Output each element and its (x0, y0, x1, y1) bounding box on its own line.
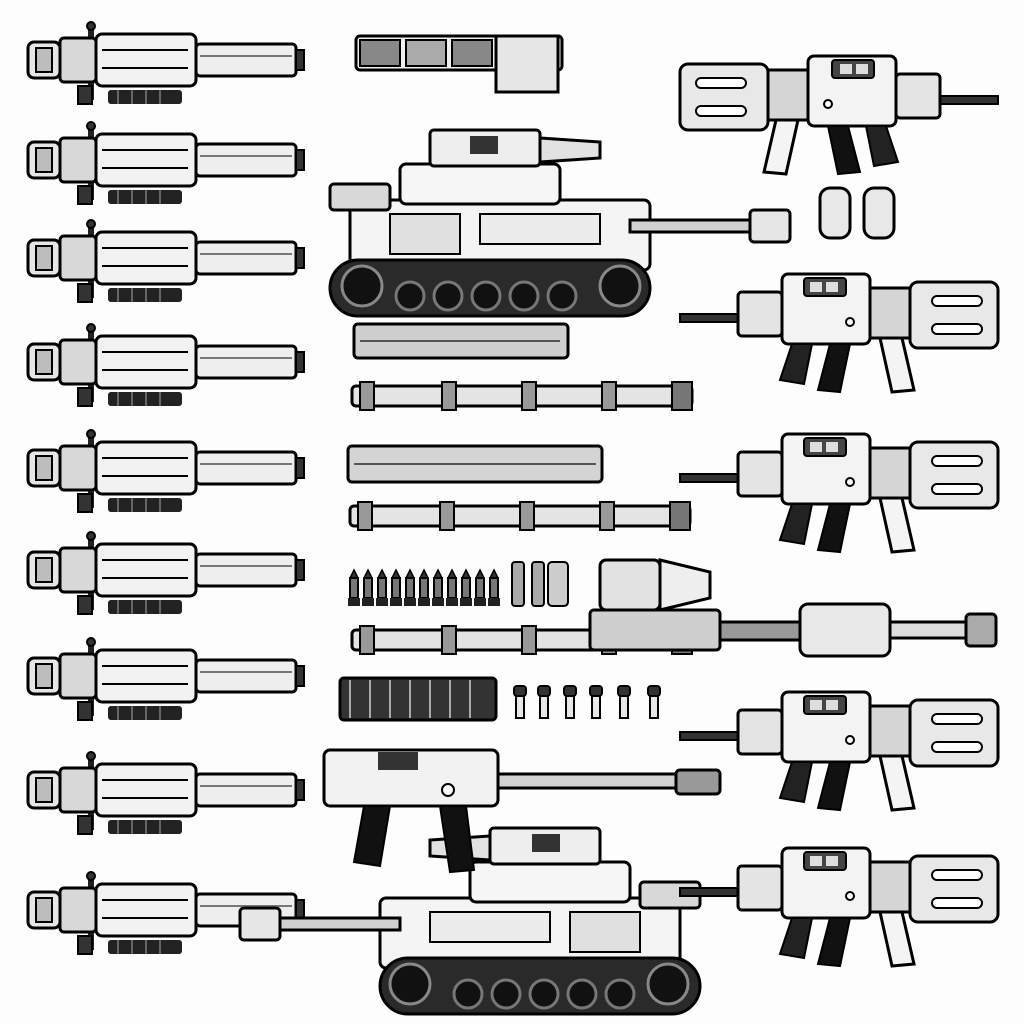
barrel-piece (350, 380, 694, 412)
small-shells-row (513, 685, 661, 719)
minigun-sprite (26, 218, 306, 304)
minigun-sprite (26, 530, 306, 616)
heavy-rifle-sprite (678, 54, 1000, 176)
loose-shells (511, 561, 569, 607)
minigun-sprite (26, 20, 306, 106)
tank-sprite (328, 128, 792, 318)
minigun-sprite (26, 428, 306, 514)
barrel-piece (348, 500, 692, 532)
minigun-sprite (26, 636, 306, 722)
cartridge-strip (347, 569, 501, 607)
rocket-launcher-sprite (588, 558, 998, 658)
ammo-belt (338, 676, 498, 722)
assault-rifle-sprite (678, 432, 1000, 554)
assault-rifle-sprite (678, 846, 1000, 968)
assault-rifle-sprite (678, 272, 1000, 394)
capsule-sprites (818, 186, 896, 240)
segmented-magazine-sprite (354, 34, 564, 94)
minigun-sprite (26, 322, 306, 408)
barrel-pieces (338, 322, 694, 722)
assault-rifle-sprite (678, 690, 1000, 812)
minigun-sprite (26, 120, 306, 206)
minigun-sprite (26, 750, 306, 836)
minigun-column (26, 20, 306, 956)
long-rifle-sprite (322, 748, 722, 874)
